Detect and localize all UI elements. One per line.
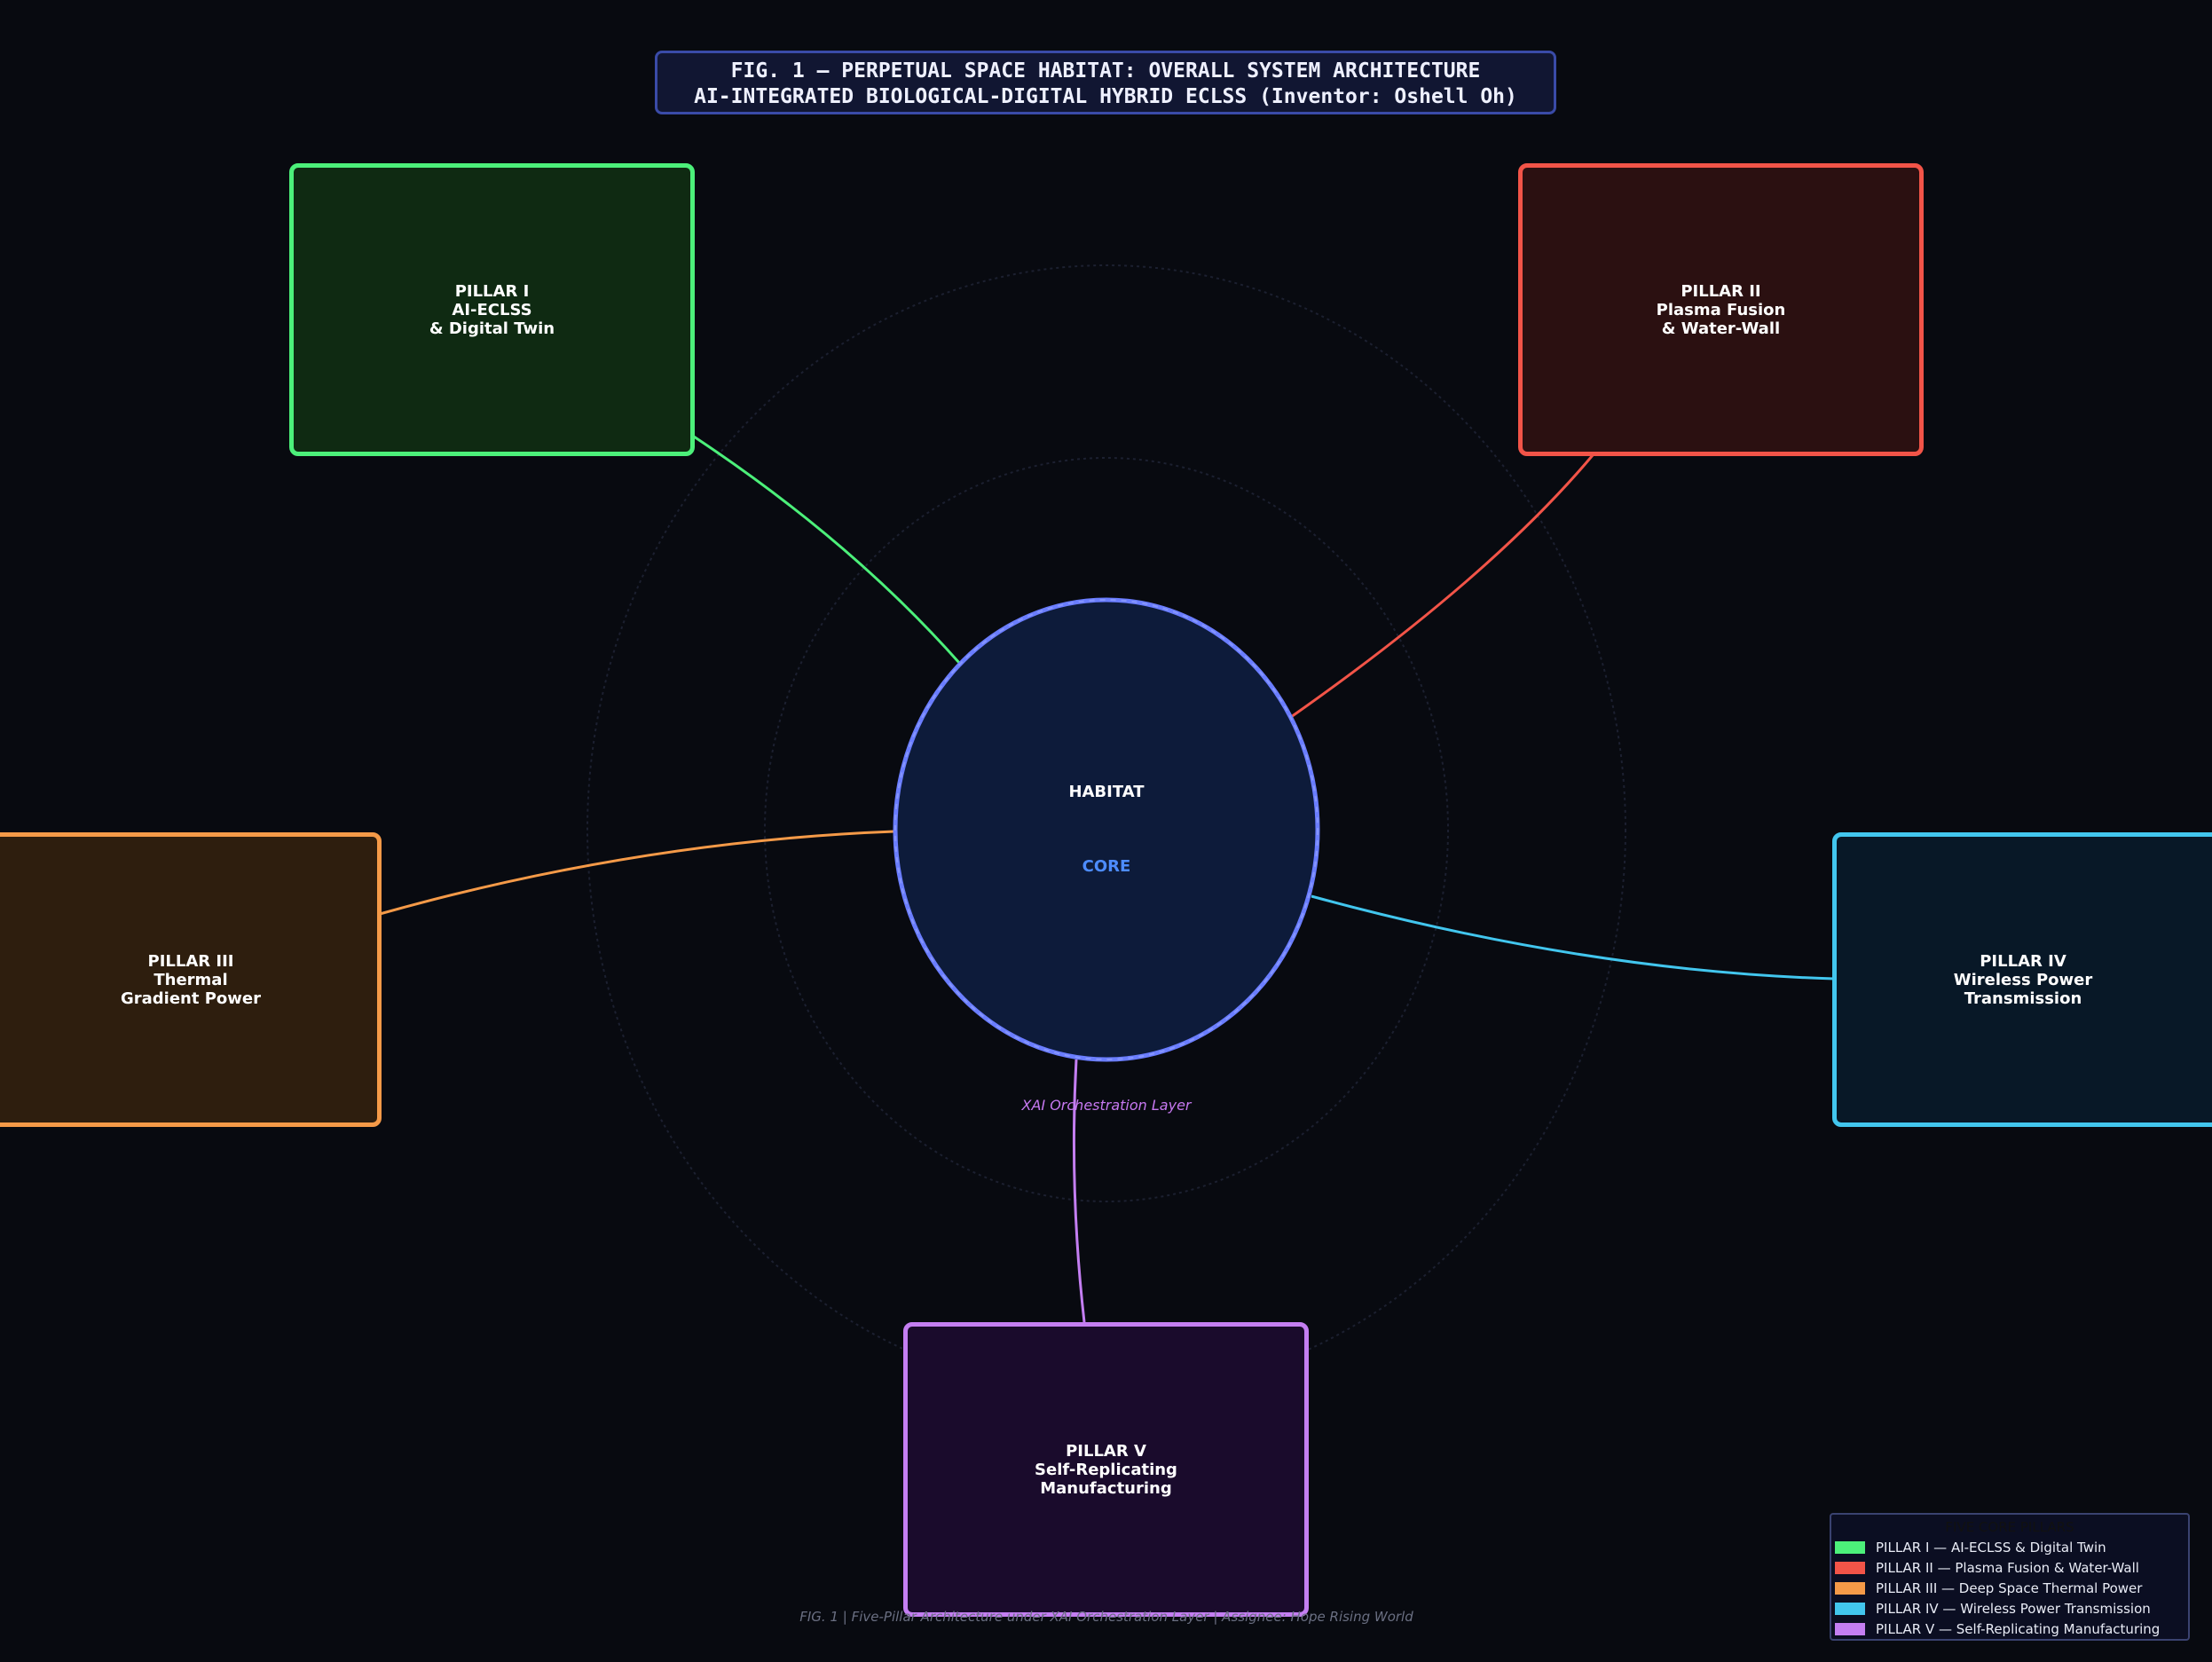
pillar-v-label-2: Self-Replicating — [1035, 1460, 1177, 1479]
legend-label-pillar-v: PILLAR V — Self-Replicating Manufacturin… — [1876, 1621, 2161, 1637]
core-label-habitat: HABITAT — [1068, 783, 1145, 801]
legend-label-pillar-iv: PILLAR IV — Wireless Power Transmission — [1876, 1601, 2151, 1617]
legend-item-pillar-i: PILLAR I — AI-ECLSS & Digital Twin — [1835, 1539, 2106, 1556]
legend-item-pillar-v: PILLAR V — Self-Replicating Manufacturin… — [1835, 1620, 2160, 1638]
pillar-ii-label-3: & Water-Wall — [1661, 319, 1781, 338]
legend-label-pillar-i: PILLAR I — AI-ECLSS & Digital Twin — [1876, 1540, 2106, 1556]
legend-swatch-pillar-iii — [1835, 1582, 1865, 1595]
inner-guide-ring — [764, 457, 1449, 1202]
habitat-core-node — [893, 597, 1320, 1062]
figure-title-line-1: FIG. 1 — PERPETUAL SPACE HABITAT: OVERAL… — [730, 59, 1481, 83]
legend-item-pillar-iv: PILLAR IV — Wireless Power Transmission — [1835, 1600, 2151, 1618]
pillar-i-label-1: PILLAR I — [454, 281, 530, 301]
pillar-i-label-2: AI-ECLSS — [452, 300, 532, 319]
xai-orchestration-label: XAI Orchestration Layer — [1021, 1097, 1192, 1114]
legend-label-pillar-ii: PILLAR II — Plasma Fusion & Water-Wall — [1876, 1560, 2139, 1576]
pillar-iii-label-2: Thermal — [154, 970, 228, 989]
connector-pillar-iii — [379, 830, 895, 916]
legend: FIVE CORE PILLARS PILLAR I — AI-ECLSS & … — [1830, 1513, 2190, 1641]
habitat-core-dash-ring — [894, 599, 1319, 1060]
legend-item-pillar-ii: PILLAR II — Plasma Fusion & Water-Wall — [1835, 1559, 2139, 1577]
pillar-i-box: PILLAR I AI-ECLSS & Digital Twin — [289, 163, 695, 456]
legend-swatch-pillar-ii — [1835, 1562, 1865, 1574]
pillar-iv-label-1: PILLAR IV — [1980, 951, 2066, 971]
core-label-core: CORE — [1082, 857, 1131, 876]
figure-title-line-2: AI-INTEGRATED BIOLOGICAL-DIGITAL HYBRID … — [694, 85, 1517, 108]
figure-footer: FIG. 1 | Five-Pillar Architecture under … — [799, 1609, 1413, 1625]
connector-pillar-v — [1072, 1059, 1086, 1323]
legend-label-pillar-iii: PILLAR III — Deep Space Thermal Power — [1876, 1580, 2143, 1596]
pillar-v-label-1: PILLAR V — [1066, 1441, 1146, 1461]
connector-pillar-iv — [1311, 894, 1836, 981]
legend-title: FIVE CORE PILLARS — [1945, 1519, 2074, 1535]
legend-item-pillar-iii: PILLAR III — Deep Space Thermal Power — [1835, 1579, 2142, 1597]
pillar-v-box: PILLAR V Self-Replicating Manufacturing — [903, 1322, 1309, 1617]
pillar-iv-box: PILLAR IV Wireless Power Transmission — [1832, 832, 2212, 1127]
pillar-iv-label-3: Transmission — [1964, 989, 2082, 1008]
pillar-ii-box: PILLAR II Plasma Fusion & Water-Wall — [1518, 163, 1924, 456]
legend-swatch-pillar-i — [1835, 1541, 1865, 1554]
pillar-iv-label-2: Wireless Power — [1953, 970, 2093, 989]
connector-pillar-ii — [1290, 454, 1594, 719]
pillar-iii-box: PILLAR III Thermal Gradient Power — [0, 832, 382, 1127]
pillar-v-label-3: Manufacturing — [1040, 1478, 1172, 1498]
pillar-ii-label-2: Plasma Fusion — [1656, 300, 1786, 319]
pillar-iii-label-1: PILLAR III — [147, 951, 234, 971]
pillar-iii-label-3: Gradient Power — [120, 989, 262, 1008]
pillar-i-label-3: & Digital Twin — [429, 319, 555, 338]
pillar-ii-label-1: PILLAR II — [1681, 281, 1761, 301]
figure-title: FIG. 1 — PERPETUAL SPACE HABITAT: OVERAL… — [655, 51, 1556, 114]
legend-swatch-pillar-v — [1835, 1623, 1865, 1635]
connector-pillar-i — [693, 435, 962, 665]
legend-swatch-pillar-iv — [1835, 1603, 1865, 1615]
